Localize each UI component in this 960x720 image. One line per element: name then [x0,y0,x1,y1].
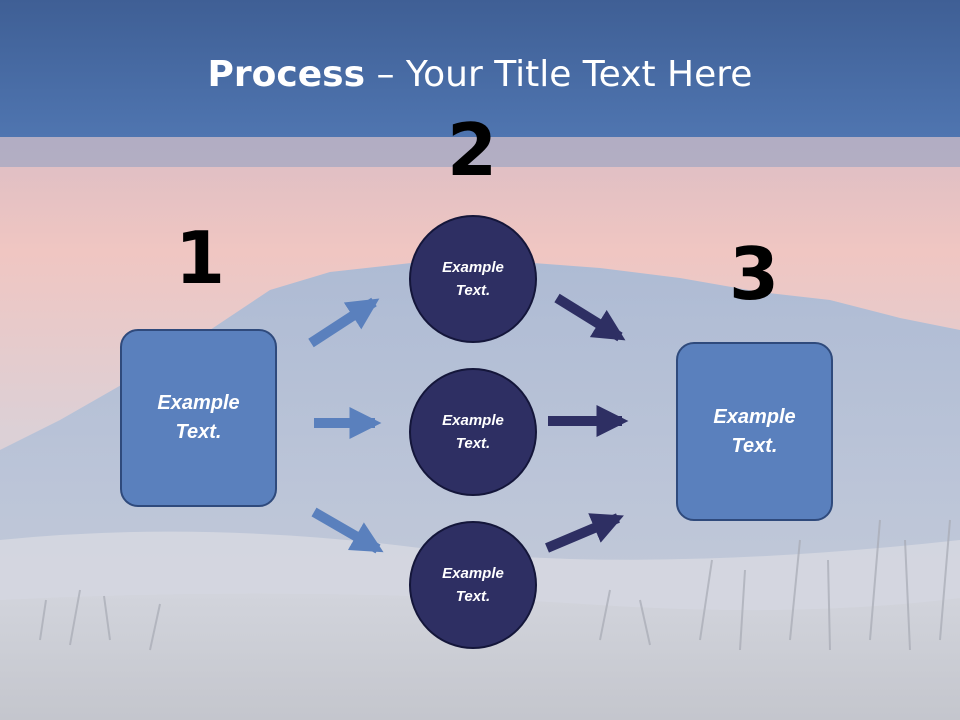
step-1-box: Example Text. [120,329,277,507]
arrow-top-to-3 [554,293,626,342]
circle-bottom: Example Text. [409,521,537,649]
title-rest: – Your Title Text Here [365,54,753,95]
title-bold: Process [207,54,366,95]
arrow-bottom-to-3 [545,513,624,553]
slide-title: Process – Your Title Text Here [0,52,960,98]
step-3-box: Example Text. [676,342,833,521]
title-bar [0,0,960,137]
step-1-number: 1 [174,216,226,300]
circle-top: Example Text. [409,215,537,343]
arrow-1-to-bottom [311,507,384,554]
title-band [0,137,960,167]
step-3-number: 3 [728,232,780,316]
circle-middle: Example Text. [409,368,537,496]
step-2-number: 2 [446,108,498,192]
arrow-1-to-top [308,297,380,348]
